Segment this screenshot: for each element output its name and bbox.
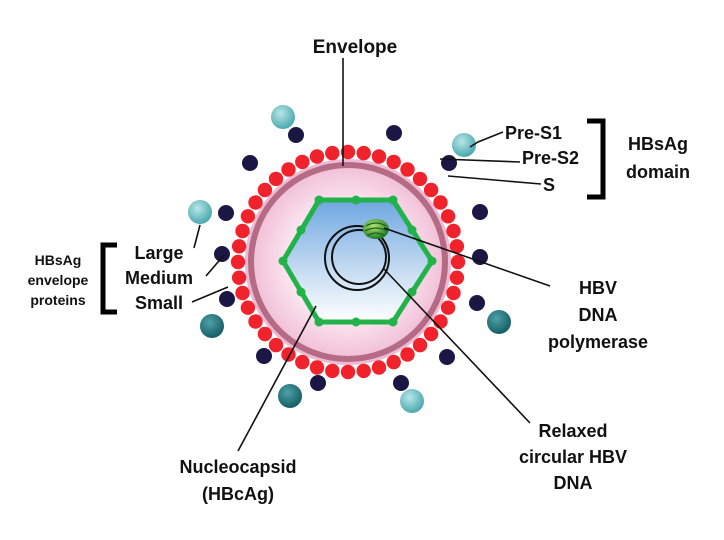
envelope-membrane-ring: [248, 162, 448, 362]
small-protein-marker: [242, 155, 258, 171]
lipid-bead: [281, 347, 296, 362]
lipid-bead: [440, 300, 456, 315]
label-relaxed-dna-line1: Relaxed: [538, 421, 607, 441]
lipid-bead: [268, 171, 284, 187]
lipid-bead: [230, 254, 246, 270]
large-protein-marker: [487, 310, 511, 334]
lipid-bead: [325, 145, 340, 161]
lipid-bead: [268, 337, 284, 353]
label-s: S: [543, 175, 555, 195]
small-protein-marker: [441, 155, 457, 171]
label-nucleocapsid-line2: (HBcAg): [202, 484, 274, 504]
label-pre-s1: Pre-S1: [505, 123, 562, 143]
small-protein-marker: [472, 204, 488, 220]
lipid-bead: [423, 182, 439, 198]
lipid-bead: [340, 144, 356, 160]
label-hbsag-domain-line2: domain: [626, 162, 690, 182]
lipid-bead: [446, 285, 461, 301]
label-pre-s2: Pre-S2: [522, 148, 579, 168]
lipid-bead: [281, 162, 296, 177]
small-protein-marker: [393, 375, 409, 391]
label-hbsag-envelope-line1: HBsAg: [35, 252, 82, 268]
small-protein-marker: [469, 295, 485, 311]
label-large: Large: [134, 243, 183, 263]
hbsag-domain-bracket: [587, 118, 606, 200]
lipid-bead: [240, 300, 256, 315]
small-protein-marker: [218, 205, 234, 221]
lipid-bead: [423, 326, 439, 342]
lipid-bead: [309, 149, 325, 164]
large-protein-marker: [278, 384, 302, 408]
lipid-bead: [356, 363, 371, 379]
lipid-bead: [231, 270, 247, 285]
lipid-bead: [446, 223, 461, 239]
label-relaxed-dna-line2: circular HBV: [519, 447, 627, 467]
label-small: Small: [135, 293, 183, 313]
lipid-bead: [295, 154, 310, 170]
label-hbv-dna-polymerase-line3: polymerase: [548, 332, 648, 352]
label-relaxed-dna-line3: DNA: [554, 473, 593, 493]
small-protein-marker: [219, 291, 235, 307]
lipid-bead: [235, 285, 250, 301]
lipid-bead: [235, 223, 250, 239]
lipid-bead: [240, 209, 256, 224]
lipid-bead: [309, 360, 325, 375]
envelope-proteins-bracket: [100, 242, 117, 315]
lipid-bead: [386, 354, 401, 370]
lipid-bead: [371, 360, 387, 375]
leader-lines: [191, 58, 551, 452]
lipid-bead: [449, 239, 465, 254]
lipid-bead: [433, 314, 448, 329]
nucleocapsid: [278, 195, 437, 327]
lipid-bead: [340, 364, 356, 380]
relaxed-circular-dna: [324, 225, 390, 291]
lipid-bead-ring: [230, 144, 466, 380]
small-protein-marker: [439, 349, 455, 365]
lipid-bead: [400, 347, 415, 362]
dna-polymerase: [363, 219, 389, 239]
large-protein-marker: [400, 389, 424, 413]
surface-proteins: [188, 105, 511, 413]
lipid-bead: [325, 363, 340, 379]
lipid-bead: [400, 162, 415, 177]
lipid-bead: [257, 182, 273, 198]
small-protein-marker: [214, 246, 230, 262]
large-protein-marker: [271, 105, 295, 129]
small-protein-marker: [256, 348, 272, 364]
lipid-bead: [450, 254, 466, 270]
small-protein-marker: [310, 375, 326, 391]
small-protein-marker: [288, 127, 304, 143]
lipid-bead: [433, 195, 448, 210]
lipid-bead: [248, 314, 263, 329]
label-hbsag-envelope-line2: envelope: [28, 272, 89, 288]
small-protein-marker: [472, 249, 488, 265]
lipid-bead: [295, 354, 310, 370]
label-hbsag-envelope-line3: proteins: [30, 292, 85, 308]
lipid-bead: [257, 326, 273, 342]
small-protein-marker: [386, 125, 402, 141]
lipid-bead: [412, 171, 428, 187]
lipid-bead: [356, 145, 371, 161]
lipid-bead: [449, 270, 465, 285]
label-hbv-dna-polymerase-line2: DNA: [579, 305, 618, 325]
label-envelope: Envelope: [313, 37, 397, 58]
lipid-bead: [386, 154, 401, 170]
label-nucleocapsid-line1: Nucleocapsid: [179, 457, 296, 477]
lipid-bead: [371, 149, 387, 164]
large-protein-marker: [200, 314, 224, 338]
large-protein-marker: [188, 200, 212, 224]
lipid-bead: [412, 337, 428, 353]
lipid-bead: [248, 195, 263, 210]
capsid-nodes: [278, 195, 437, 327]
lipid-bead: [231, 239, 247, 254]
label-hbv-dna-polymerase-line1: HBV: [579, 278, 617, 298]
label-hbsag-domain-line1: HBsAg: [628, 134, 688, 154]
large-protein-marker: [452, 133, 476, 157]
lipid-bead: [440, 209, 456, 224]
label-medium: Medium: [125, 268, 193, 288]
